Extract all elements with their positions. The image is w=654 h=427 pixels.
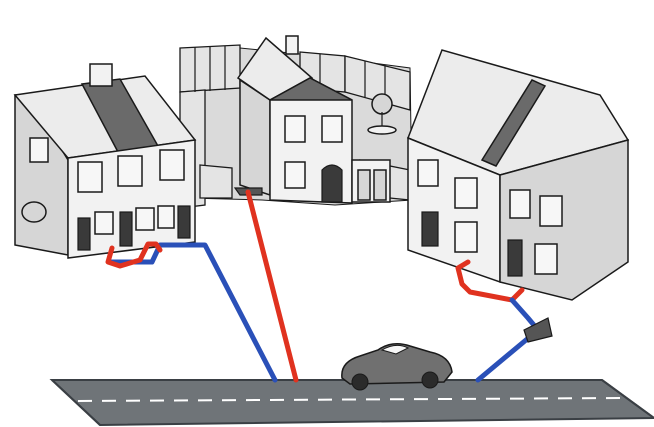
window-icon [284, 115, 306, 143]
door-icon [321, 164, 343, 203]
window-icon [539, 195, 563, 227]
window-icon [454, 221, 478, 253]
car-icon [341, 343, 453, 391]
window-icon [29, 137, 49, 163]
window-icon [94, 211, 114, 235]
window-icon [417, 159, 439, 187]
window-icon [509, 189, 531, 219]
valve-icon [523, 317, 553, 343]
tree-icon [367, 93, 397, 135]
chimney-icon [89, 63, 113, 87]
door-icon [77, 217, 91, 251]
window-icon [77, 161, 103, 193]
centre-house-gable [269, 77, 353, 101]
window-icon [135, 207, 155, 231]
hot-pipe [105, 241, 163, 269]
window-icon [117, 155, 143, 187]
centre-plot [179, 35, 413, 209]
window-icon [321, 115, 343, 143]
window-icon [534, 243, 558, 275]
window-icon [284, 161, 306, 189]
shrub-icon [21, 201, 47, 223]
window-icon [157, 205, 175, 229]
service-pipes [105, 189, 553, 383]
right-semi-side-wall [499, 139, 629, 301]
door-icon [421, 211, 439, 247]
door-icon [177, 205, 191, 239]
lane-marking [77, 397, 629, 402]
door-icon [507, 239, 523, 277]
cold-pipe [475, 297, 541, 383]
window-icon [159, 149, 185, 181]
window-icon [454, 177, 478, 209]
right-semi-roof-dark [480, 79, 547, 167]
chimney-icon [285, 35, 299, 55]
hot-pipe [245, 189, 299, 383]
left-terrace [13, 63, 197, 259]
centre-house-roof [236, 36, 314, 101]
cold-pipe [107, 242, 278, 383]
door-icon [119, 211, 133, 247]
right-semi [407, 49, 630, 301]
centre-house [236, 35, 391, 204]
